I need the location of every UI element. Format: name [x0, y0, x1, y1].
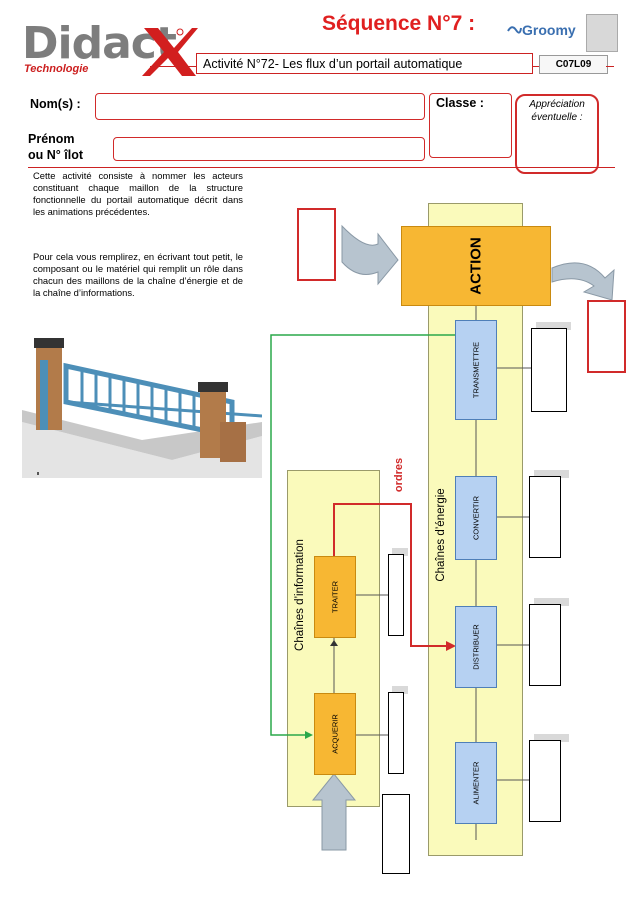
logo-x-icon	[142, 28, 198, 76]
output-answer-box[interactable]	[587, 300, 626, 373]
divider	[606, 66, 614, 67]
dot-mark	[37, 472, 39, 475]
process-block: TRAITER	[314, 556, 356, 638]
sensor-answer-box[interactable]	[382, 794, 410, 874]
divider	[28, 167, 615, 168]
intro-paragraph: Cette activité consiste à nommer les act…	[33, 170, 243, 218]
box-shadow	[392, 686, 408, 694]
firstname-label: Prénom	[28, 132, 75, 146]
box-shadow	[534, 734, 569, 742]
divider	[150, 66, 196, 67]
acquire-answer-box[interactable]	[388, 692, 404, 774]
convert-answer-box[interactable]	[529, 476, 561, 558]
convert-block: CONVERTIR	[455, 476, 497, 560]
appreciation-label: éventuelle :	[531, 112, 583, 123]
distribute-block: DISTRIBUER	[455, 606, 497, 688]
transmit-answer-box[interactable]	[531, 328, 567, 412]
box-shadow	[536, 322, 571, 330]
appreciation-field[interactable]: Appréciation éventuelle :	[515, 94, 599, 174]
class-label: Classe :	[436, 96, 484, 110]
groomy-label: Groomy	[522, 22, 576, 38]
orders-label: ordres	[393, 457, 405, 493]
activity-code: C07L09	[539, 55, 608, 74]
name-field[interactable]	[95, 93, 425, 120]
supply-block: ALIMENTER	[455, 742, 497, 824]
automatic-gate-image	[22, 338, 262, 478]
process-answer-box[interactable]	[388, 554, 404, 636]
sequence-title: Séquence N°7 :	[322, 12, 476, 35]
name-label: Nom(s) :	[30, 97, 81, 111]
intro-paragraph: Pour cela vous remplirez, en écrivant to…	[33, 251, 243, 299]
input-answer-box[interactable]	[297, 208, 336, 281]
appreciation-label: Appréciation	[529, 99, 585, 110]
action-block: ACTION	[401, 226, 551, 306]
class-field[interactable]	[429, 93, 512, 158]
groomy-logo-icon	[507, 26, 522, 34]
groomy-board-image	[586, 14, 618, 52]
divider	[533, 66, 539, 67]
logo-subtitle: Technologie	[24, 63, 89, 75]
transmit-block: TRANSMETTRE	[455, 320, 497, 420]
box-shadow	[392, 548, 408, 556]
box-shadow	[534, 598, 569, 606]
acquire-block: ACQUERIR	[314, 693, 356, 775]
distribute-answer-box[interactable]	[529, 604, 561, 686]
box-shadow	[534, 470, 569, 478]
firstname-label: ou N° îlot	[28, 148, 83, 162]
firstname-field[interactable]	[113, 137, 425, 161]
supply-answer-box[interactable]	[529, 740, 561, 822]
activity-title: Activité N°72- Les flux d’un portail aut…	[196, 53, 533, 74]
